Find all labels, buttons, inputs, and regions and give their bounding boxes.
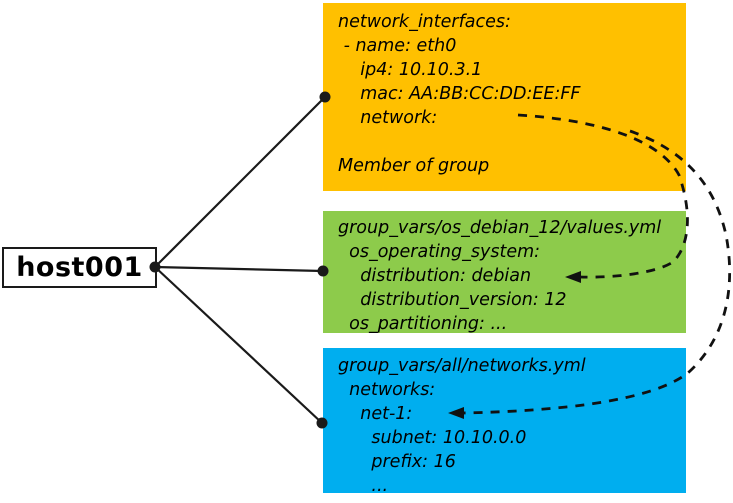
host-connector-lines [154, 96, 326, 424]
yaml-line: distribution: debian [338, 266, 532, 286]
yaml-line: prefix: 16 [338, 452, 456, 472]
yaml-line: ... [338, 476, 389, 496]
connector-host-to-os-values [154, 265, 324, 273]
connector-host-to-interfaces [154, 96, 326, 268]
os-values-box: group_vars/os_debian_12/values.yml os_op… [323, 211, 686, 334]
yaml-line-blank [338, 130, 686, 154]
yaml-line: os_partitioning: ... [338, 314, 508, 334]
connector-host-to-networks [154, 266, 323, 424]
yaml-line: os_operating_system: [338, 242, 541, 262]
member-of-group-label: Member of group [338, 156, 490, 176]
yaml-line: distribution_version: 12 [338, 290, 567, 310]
host-node: host001 [2, 247, 157, 288]
yaml-line: network: [338, 108, 438, 128]
yaml-file-title: group_vars/os_debian_12/values.yml [338, 218, 662, 238]
yaml-line: mac: AA:BB:CC:DD:EE:FF [338, 84, 581, 104]
network-interfaces-box: network_interfaces: - name: eth0 ip4: 10… [323, 3, 686, 191]
connection-dots [149, 91, 331, 429]
host-label: host001 [16, 252, 143, 283]
yaml-line: networks: [338, 380, 436, 400]
networks-box: group_vars/all/networks.yml networks: ne… [323, 348, 686, 496]
yaml-line: net-1: [338, 404, 413, 424]
yaml-line: subnet: 10.10.0.0 [338, 428, 527, 448]
yaml-file-title: group_vars/all/networks.yml [338, 356, 586, 376]
yaml-line: network_interfaces: [338, 12, 511, 32]
yaml-line: - name: eth0 [338, 36, 457, 56]
yaml-line: ip4: 10.10.3.1 [338, 60, 483, 80]
